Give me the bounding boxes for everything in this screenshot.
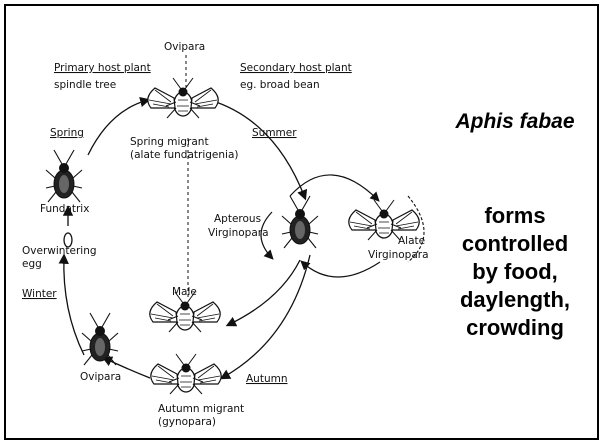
label-fundatrix: Fundatrix [40, 203, 89, 215]
label-spring-migrant-2: (alate fundatrigenia) [130, 149, 238, 161]
arrow-winter [64, 256, 84, 355]
label-alate-1: Alate [398, 235, 425, 247]
forms-line: daylength, [430, 286, 600, 314]
label-overwintering-1: Overwintering [22, 245, 97, 257]
label-spring: Spring [50, 127, 84, 139]
arrow-to-male [228, 260, 300, 325]
label-alate-2: Virginopara [368, 249, 429, 261]
male-aphid-icon [150, 292, 220, 332]
label-ovipara-top: Ovipara [164, 41, 205, 53]
forms-description: forms controlled by food, daylength, cro… [430, 202, 600, 342]
apterous-virginopara-aphid-icon [282, 196, 318, 248]
label-apterous-1: Apterous [214, 213, 261, 225]
autumn-migrant-aphid-icon [151, 354, 221, 394]
spring-migrant-aphid-icon [148, 78, 218, 118]
arrow-alate-to-apterous [302, 262, 380, 277]
label-broad-bean: eg. broad bean [240, 79, 320, 91]
label-autumn-migrant-2: (gynopara) [158, 416, 216, 428]
forms-line: crowding [430, 314, 600, 342]
ovipara-aphid-icon [82, 313, 118, 365]
fundatrix-aphid-icon [46, 150, 82, 202]
label-overwintering-2: egg [22, 258, 42, 270]
label-apterous-2: Virginopara [208, 227, 269, 239]
forms-line: forms [430, 202, 600, 230]
label-spring-migrant-1: Spring migrant [130, 136, 209, 148]
forms-line: controlled [430, 230, 600, 258]
forms-line: by food, [430, 258, 600, 286]
label-autumn-migrant-1: Autumn migrant [158, 403, 244, 415]
label-male: Male [172, 286, 197, 298]
label-ovipara-bottom: Ovipara [80, 371, 121, 383]
species-title: Aphis fabae [430, 110, 600, 134]
label-summer: Summer [252, 127, 297, 139]
label-autumn: Autumn [246, 373, 288, 385]
alate-virginopara-aphid-icon [349, 200, 419, 240]
label-secondary-host: Secondary host plant [240, 62, 352, 74]
arrow-apterous-to-alate [290, 175, 378, 200]
arrow-autumn [222, 255, 310, 378]
label-primary-host: Primary host plant [54, 62, 151, 74]
label-winter: Winter [22, 288, 57, 300]
label-spindle-tree: spindle tree [54, 79, 116, 91]
